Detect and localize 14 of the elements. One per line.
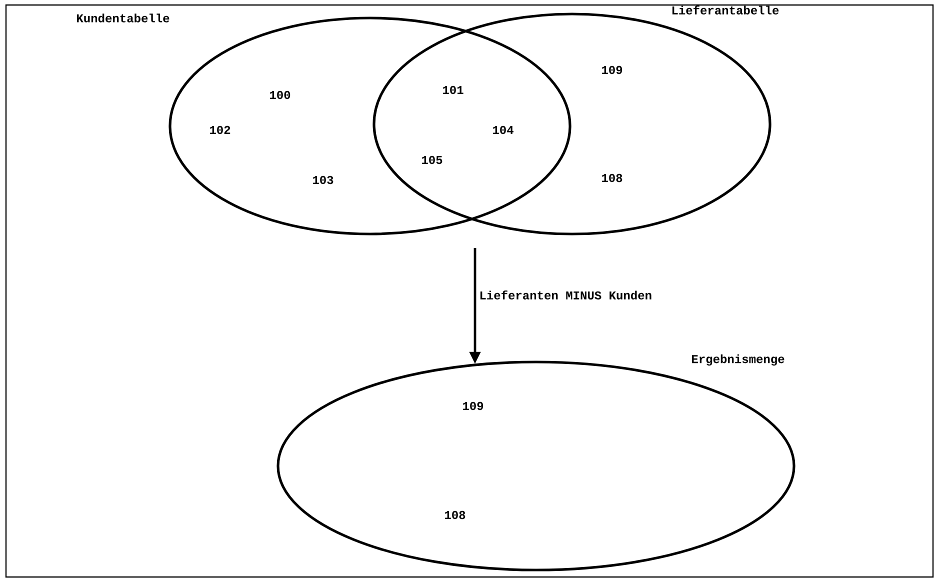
edge-label: Lieferanten MINUS Kunden [480, 290, 652, 300]
element-number: 104 [493, 126, 514, 134]
element-number: 108 [602, 174, 622, 182]
element-number: 109 [602, 66, 622, 74]
element-number: 100 [270, 90, 290, 100]
set-heading: Ergebnismenge [692, 354, 784, 366]
element-number: 109 [463, 402, 484, 410]
set-heading: Lieferantabelle [672, 6, 779, 14]
element-number: 108 [445, 510, 466, 520]
element-number: 101 [443, 86, 464, 94]
element-number: 103 [313, 176, 334, 184]
element-number: 102 [210, 126, 230, 134]
element-number: 105 [422, 156, 442, 164]
set-heading: Kundentabelle [77, 14, 170, 22]
